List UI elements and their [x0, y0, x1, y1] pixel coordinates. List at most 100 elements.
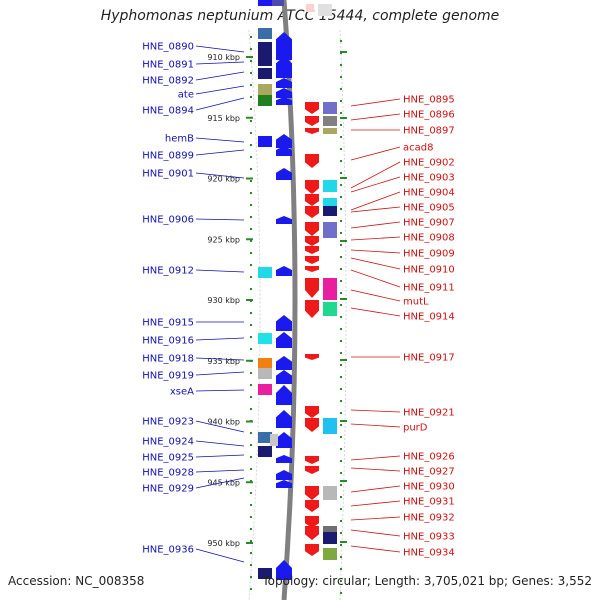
- gene-cog-box: [323, 180, 337, 192]
- gene-cog-box: [258, 333, 272, 344]
- leader-line-right: [350, 455, 401, 461]
- gene-cog-box: [270, 434, 278, 446]
- gene-arrow-forward: [276, 134, 292, 148]
- label-hne-0923: HNE_0923: [142, 417, 245, 433]
- gene-cog-box: [323, 222, 337, 238]
- gene-arrow-forward: [276, 266, 292, 276]
- label-hne-0908: HNE_0908: [350, 233, 455, 244]
- minor-tick-right: [340, 316, 342, 318]
- leader-line-left: [195, 469, 245, 473]
- gene-arrow-forward: [276, 56, 292, 74]
- minor-tick-right: [340, 88, 342, 90]
- gene-arrow-forward: [276, 432, 292, 448]
- minor-tick-left: [250, 588, 252, 590]
- label-hne-0907: HNE_0907: [350, 218, 455, 229]
- minor-tick-right: [340, 124, 342, 126]
- gene-label-right: HNE_0927: [403, 467, 455, 478]
- label-hne-0902: HNE_0902: [350, 158, 455, 189]
- leader-line-right: [350, 409, 401, 413]
- minor-tick-right: [340, 364, 342, 366]
- leader-line-left: [195, 477, 245, 489]
- gene-cog-box: [323, 526, 337, 532]
- leader-line-right: [350, 176, 401, 193]
- minor-tick-left: [250, 96, 252, 98]
- minor-tick-left: [250, 84, 252, 86]
- label-hne-0930: HNE_0930: [350, 482, 455, 493]
- gene-arrow-reverse: [305, 194, 319, 206]
- gene-label-left: HNE_0919: [142, 371, 194, 382]
- gene-label-left: HNE_0916: [142, 336, 194, 347]
- minor-tick-right: [340, 304, 342, 306]
- gene-arrow-forward: [276, 480, 292, 488]
- gene-label-left: HNE_0912: [142, 266, 194, 277]
- gene-label-right: HNE_0909: [403, 249, 455, 260]
- minor-tick-left: [250, 480, 252, 482]
- minor-tick-right: [340, 592, 342, 594]
- minor-tick-right: [340, 328, 342, 330]
- leader-line-right: [350, 500, 401, 507]
- gene-label-right: HNE_0905: [403, 203, 455, 214]
- gene-arrow-reverse: [305, 180, 319, 194]
- leader-line-right: [350, 161, 401, 189]
- minor-tick-right: [340, 472, 342, 474]
- minor-tick-right: [340, 76, 342, 78]
- tick-910: 910 kbp: [207, 53, 253, 62]
- gene-arrow-reverse: [305, 102, 319, 114]
- gene-cog-box: [258, 568, 272, 579]
- minor-tick-right: [340, 520, 342, 522]
- label-hne-0918: HNE_0918: [142, 354, 245, 365]
- leader-line-left: [195, 371, 245, 376]
- gene-arrow-reverse: [305, 544, 319, 556]
- gene-label-left: HNE_0899: [142, 151, 194, 162]
- gene-label-left: HNE_0929: [142, 484, 194, 495]
- gene-arrow-reverse: [305, 516, 319, 528]
- minor-tick-right: [340, 352, 342, 354]
- gene-label-right: HNE_0904: [403, 188, 455, 199]
- gene-label-right: HNE_0903: [403, 173, 455, 184]
- label-hne-0925: HNE_0925: [142, 453, 245, 464]
- tick-label: 930 kbp: [207, 296, 240, 305]
- minor-tick-left: [250, 468, 252, 470]
- minor-tick-right: [340, 376, 342, 378]
- gene-arrow-reverse: [305, 154, 319, 168]
- minor-tick-left: [250, 372, 252, 374]
- label-hne-0901: HNE_0901: [142, 169, 245, 180]
- tick-915: 915 kbp: [207, 114, 253, 123]
- gene-arrow-forward: [276, 560, 292, 580]
- leader-line-right: [350, 467, 401, 472]
- label-hne-0912: HNE_0912: [142, 266, 245, 277]
- gene-label-right: HNE_0896: [403, 110, 455, 121]
- minor-tick-left: [250, 108, 252, 110]
- minor-tick-left: [250, 360, 252, 362]
- gene-label-left: ate: [178, 90, 194, 101]
- tick-label: 940 kbp: [207, 418, 240, 427]
- gene-label-right: HNE_0902: [403, 158, 455, 169]
- minor-tick-left: [250, 408, 252, 410]
- gene-arrow-reverse: [305, 256, 319, 264]
- label-xsea: xseA: [170, 387, 245, 398]
- minor-tick-left: [250, 132, 252, 134]
- gene-label-right: HNE_0895: [403, 95, 455, 106]
- minor-tick-right: [340, 580, 342, 582]
- label-hne-0928: HNE_0928: [142, 468, 245, 479]
- minor-tick-left: [250, 264, 252, 266]
- label-hemb: hemB: [165, 134, 245, 145]
- minor-tick-right: [340, 424, 342, 426]
- minor-tick-right: [340, 172, 342, 174]
- gene-label-left: HNE_0892: [142, 76, 194, 87]
- minor-tick-left: [250, 564, 252, 566]
- label-hne-0931: HNE_0931: [350, 497, 455, 508]
- minor-tick-left: [250, 384, 252, 386]
- gene-label-left: HNE_0936: [142, 545, 194, 556]
- gene-cog-box: [323, 116, 337, 126]
- label-hne-0896: HNE_0896: [350, 110, 455, 121]
- gene-arrow-forward: [258, 0, 272, 6]
- minor-tick-left: [250, 252, 252, 254]
- minor-tick-right: [340, 244, 342, 246]
- gene-arrow-reverse: [305, 116, 319, 126]
- minor-tick-left: [250, 456, 252, 458]
- minor-tick-left: [250, 336, 252, 338]
- minor-tick-left: [250, 504, 252, 506]
- gene-cog-box: [272, 0, 284, 6]
